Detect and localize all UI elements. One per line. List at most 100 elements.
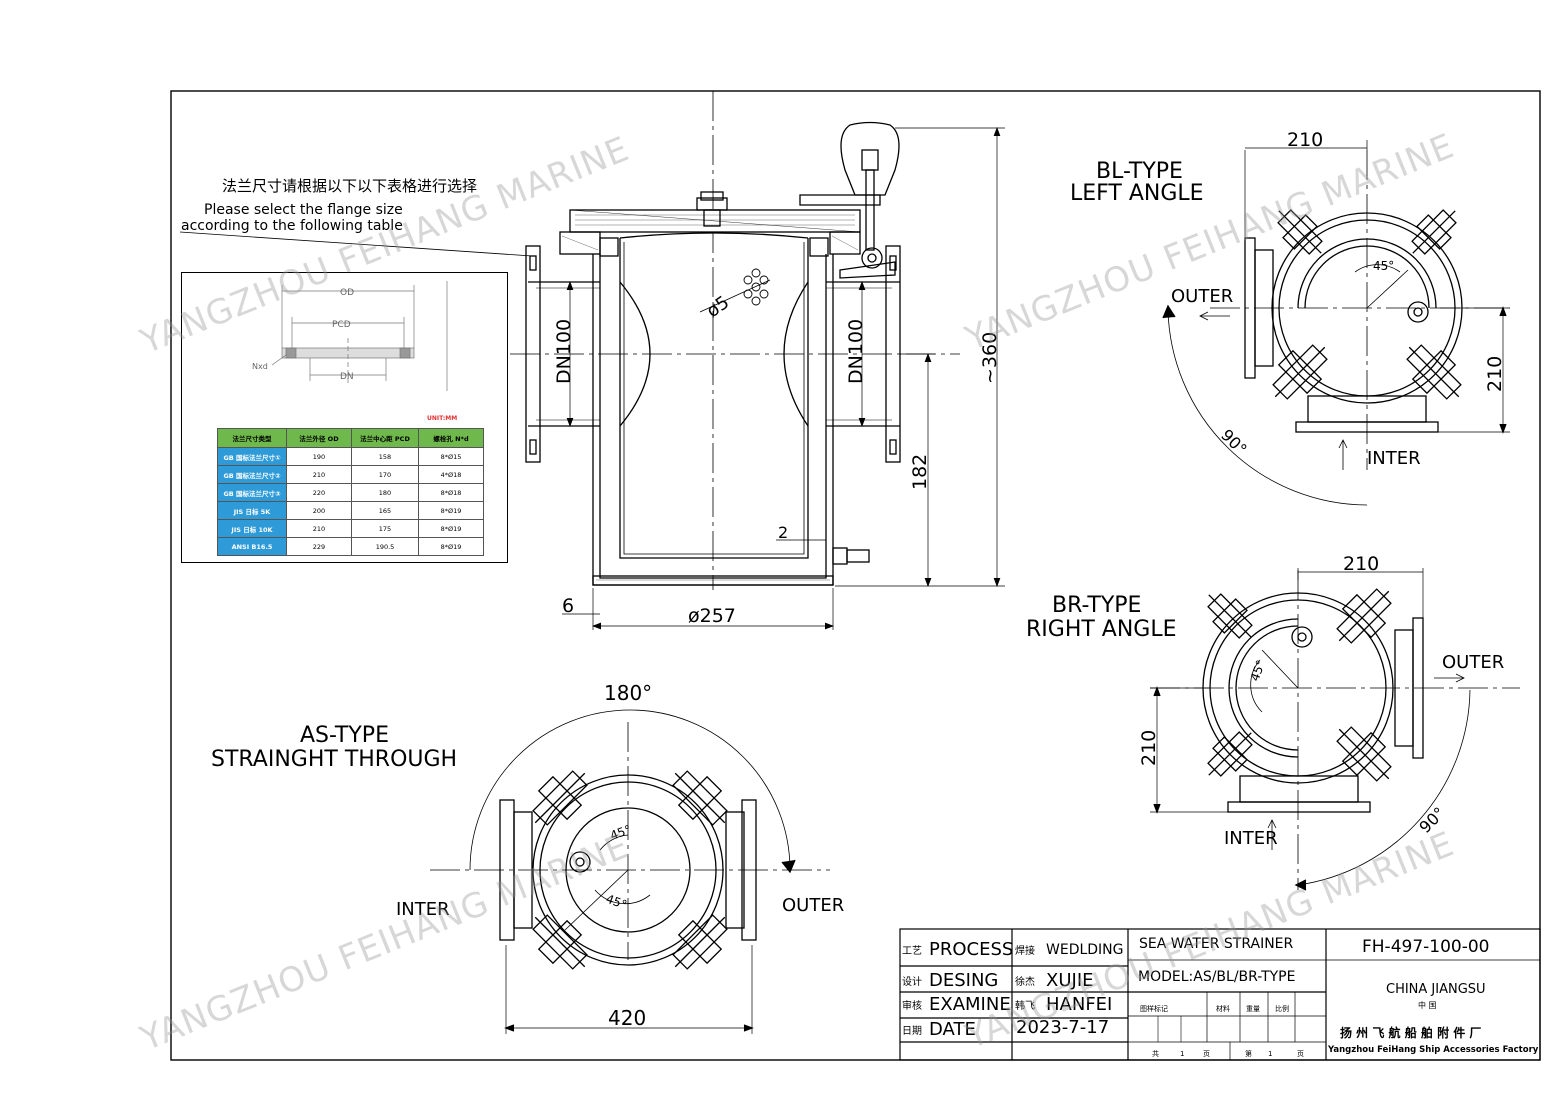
flange-size-table: 法兰尺寸类型 法兰外径 OD 法兰中心距 PCD 螺栓孔 N*d GB 国标法兰… xyxy=(217,428,484,556)
bl-angle-90: 90° xyxy=(1217,425,1250,458)
br-outer-label: OUTER xyxy=(1442,652,1504,673)
flange-sketch: OD PCD DN Nxd xyxy=(252,281,448,391)
company-cn: 扬 州 飞 航 船 舶 附 件 厂 xyxy=(1340,1025,1481,1040)
unit-label: UNIT:MM xyxy=(427,415,458,422)
table-cell: 170 xyxy=(351,465,419,484)
examine-value-cn: 韩飞 xyxy=(1015,999,1035,1012)
bl-type-title-1: BL-TYPE xyxy=(1096,159,1183,184)
note-cn: 法兰尺寸请根据以下以下表格进行选择 xyxy=(222,177,477,195)
table-cell: 165 xyxy=(351,501,419,520)
dia-257-label: ø257 xyxy=(688,605,736,627)
scale-label: 比例 xyxy=(1275,1004,1289,1013)
elevation-view xyxy=(510,91,1005,630)
as-type-view xyxy=(430,709,830,1034)
table-row: GB 国标法兰尺寸① 190 158 8*Ø15 xyxy=(217,447,484,466)
table-cell: 190.5 xyxy=(351,537,419,556)
table-cell: 210 xyxy=(286,519,352,538)
table-cell: JIS 日标 5K xyxy=(217,501,287,520)
location: CHINA JIANGSU xyxy=(1386,982,1486,997)
process-cn: 工艺 xyxy=(902,945,922,957)
table-row: GB 国标法兰尺寸③ 220 180 8*Ø18 xyxy=(217,483,484,502)
table-cell: JIS 日标 10K xyxy=(217,519,287,538)
bl-top-dim: 210 xyxy=(1287,129,1323,151)
table-cell: 8*Ø15 xyxy=(418,447,484,466)
height-182-label: 182 xyxy=(909,454,931,490)
table-cell: 220 xyxy=(286,483,352,502)
column-header: 法兰中心距 PCD xyxy=(351,428,419,448)
column-header: 螺栓孔 N*d xyxy=(418,428,484,448)
table-cell: 229 xyxy=(286,537,352,556)
dn-right-label: DN100 xyxy=(845,319,867,384)
sheet-num: 1 xyxy=(1268,1050,1272,1058)
br-type-title-1: BR-TYPE xyxy=(1052,593,1141,618)
as-angle-45-bottom: 45° xyxy=(604,892,629,912)
table-cell: GB 国标法兰尺寸③ xyxy=(217,483,287,502)
total-unit: 页 xyxy=(1203,1050,1210,1058)
process-value-cn: 焊接 xyxy=(1015,944,1035,957)
br-top-dim: 210 xyxy=(1343,553,1379,575)
as-type-title-1: AS-TYPE xyxy=(300,723,389,748)
product-name: SEA WATER STRAINER xyxy=(1139,936,1294,952)
process-value: WEDLDING xyxy=(1046,942,1124,958)
gap-2-label: 2 xyxy=(778,523,788,542)
dn-left-label: DN100 xyxy=(553,319,575,384)
examine-cn: 审核 xyxy=(902,999,922,1012)
table-row: JIS 日标 10K 210 175 8*Ø19 xyxy=(217,519,484,538)
note-en-1: Please select the flange size xyxy=(204,202,403,218)
sheet-unit: 页 xyxy=(1297,1050,1304,1058)
location-cn: 中 国 xyxy=(1418,1000,1437,1010)
table-cell: 175 xyxy=(351,519,419,538)
as-angle-180: 180° xyxy=(604,681,652,705)
table-cell: ANSI B16.5 xyxy=(217,537,287,556)
column-header: 法兰尺寸类型 xyxy=(217,428,287,448)
examine-value: HANFEI xyxy=(1046,994,1112,1015)
drawing-frame xyxy=(170,90,1541,1061)
table-row: GB 国标法兰尺寸② 210 170 4*Ø18 xyxy=(217,465,484,484)
table-cell: 4*Ø18 xyxy=(418,465,484,484)
table-row: ANSI B16.5 229 190.5 8*Ø19 xyxy=(217,537,484,556)
weight-label: 重量 xyxy=(1246,1005,1260,1013)
bl-type-title-2: LEFT ANGLE xyxy=(1070,181,1204,206)
br-inter-label: INTER xyxy=(1224,828,1278,849)
flange-reference-panel: OD PCD DN Nxd UNIT:MM 法兰尺寸类型 法兰外径 OD 法兰中… xyxy=(181,272,508,563)
design-value: XUJIE xyxy=(1046,970,1094,991)
material-label: 材料 xyxy=(1216,1004,1230,1013)
company-en: Yangzhou FeiHang Ship Accessories Factor… xyxy=(1327,1045,1539,1055)
table-cell: GB 国标法兰尺寸① xyxy=(217,447,287,466)
date-label: DATE xyxy=(929,1019,976,1040)
total-num: 1 xyxy=(1180,1050,1184,1058)
table-cell: 8*Ø19 xyxy=(418,519,484,538)
br-type-title-2: RIGHT ANGLE xyxy=(1026,617,1177,642)
table-cell: 190 xyxy=(286,447,352,466)
table-cell: 200 xyxy=(286,501,352,520)
bl-side-dim: 210 xyxy=(1484,356,1506,392)
drawing-number: FH-497-100-00 xyxy=(1362,937,1490,957)
table-cell: 8*Ø19 xyxy=(418,501,484,520)
table-cell: 180 xyxy=(351,483,419,502)
date-cn: 日期 xyxy=(902,1025,922,1037)
flange-nxd-label: Nxd xyxy=(252,362,268,371)
column-header: 法兰外径 OD xyxy=(286,428,352,448)
as-outer-label: OUTER xyxy=(782,895,844,916)
table-cell: GB 国标法兰尺寸② xyxy=(217,465,287,484)
gap-6-label: 6 xyxy=(562,595,574,617)
table-cell: 8*Ø19 xyxy=(418,537,484,556)
table-cell: 210 xyxy=(286,465,352,484)
flange-pcd-label: PCD xyxy=(332,320,351,330)
bl-type-view xyxy=(1162,140,1510,506)
as-width-label: 420 xyxy=(608,1006,646,1030)
table-header-row: 法兰尺寸类型 法兰外径 OD 法兰中心距 PCD 螺栓孔 N*d xyxy=(217,428,484,448)
as-inter-label: INTER xyxy=(396,899,450,920)
bl-inter-label: INTER xyxy=(1367,448,1421,469)
table-cell: 158 xyxy=(351,447,419,466)
process-label: PROCESS xyxy=(929,939,1013,960)
design-value-cn: 徐杰 xyxy=(1015,975,1035,988)
note-leader xyxy=(179,231,533,257)
sheet-label: 第 xyxy=(1245,1049,1252,1058)
design-label: DESING xyxy=(929,970,998,991)
flange-od-label: OD xyxy=(340,288,354,298)
height-total-label: ~360 xyxy=(979,332,1001,384)
date-value: 2023-7-17 xyxy=(1016,1017,1109,1038)
phi5-label: ø5 xyxy=(703,292,733,322)
bl-outer-label: OUTER xyxy=(1171,286,1233,307)
